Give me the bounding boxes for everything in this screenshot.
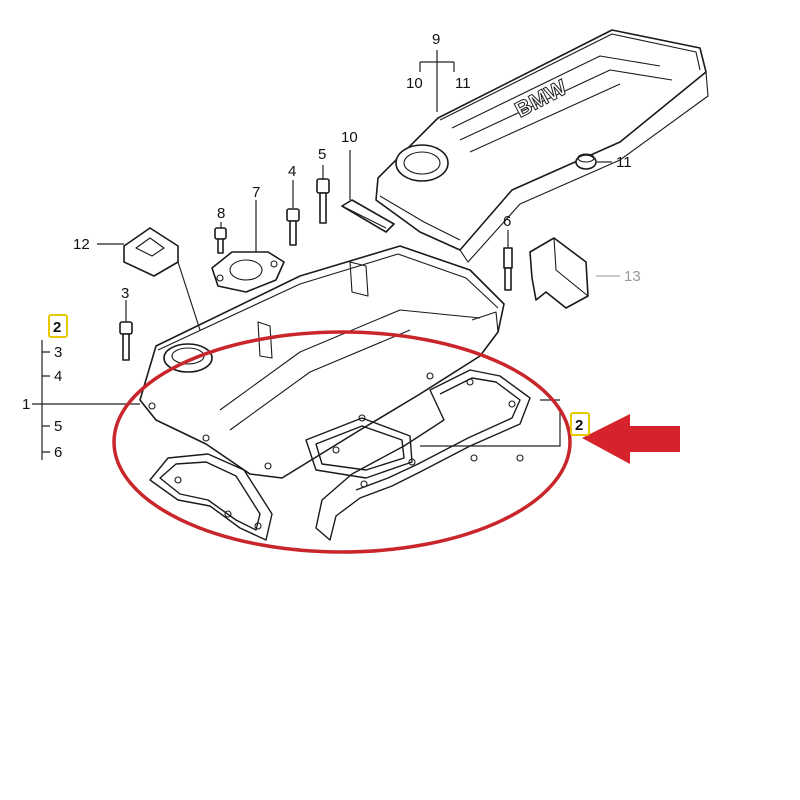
callout-8: 8 — [217, 205, 225, 222]
callout-5-left: 5 — [54, 418, 62, 435]
bolt-5-part — [316, 178, 330, 224]
grommet-part — [575, 153, 597, 170]
callout-4-left: 4 — [54, 368, 62, 385]
bolt-4-part — [286, 208, 300, 246]
callout-6-right: 6 — [503, 213, 511, 230]
callout-12: 12 — [73, 236, 90, 253]
sensor-6-part — [503, 247, 513, 291]
callout-10: 10 — [341, 129, 358, 146]
highlight-ellipse — [112, 330, 572, 554]
callout-5-top: 5 — [318, 146, 326, 163]
callout-4-top: 4 — [288, 163, 296, 180]
callout-10-top: 10 — [406, 75, 423, 92]
bolt-3-part — [119, 321, 133, 361]
engine-cover: BMW — [375, 29, 709, 263]
seal-strip-part — [341, 199, 395, 233]
callout-3-bolt: 3 — [121, 285, 129, 302]
callout-7: 7 — [252, 184, 260, 201]
arrow-icon — [582, 414, 680, 464]
leader-lines — [32, 50, 620, 460]
callout-13: 13 — [624, 268, 641, 285]
highlight-box-right: 2 — [570, 412, 590, 436]
callout-1: 1 — [22, 396, 30, 413]
gasket-set — [149, 369, 531, 541]
callout-11-top: 11 — [455, 75, 471, 92]
callout-11-grommet: 11 — [616, 154, 632, 171]
cap-12-part — [123, 227, 179, 277]
valve-cover — [139, 245, 505, 479]
bolt-8-part — [214, 227, 227, 254]
highlight-box-left: 2 — [48, 314, 68, 338]
callout-9: 9 — [432, 31, 440, 48]
callout-2-left: 2 — [53, 319, 61, 336]
callout-3-left: 3 — [54, 344, 62, 361]
bracket-13-part — [529, 237, 589, 309]
flange-7-part — [211, 251, 285, 293]
callout-2-right: 2 — [575, 417, 583, 434]
callout-6-left: 6 — [54, 444, 62, 461]
